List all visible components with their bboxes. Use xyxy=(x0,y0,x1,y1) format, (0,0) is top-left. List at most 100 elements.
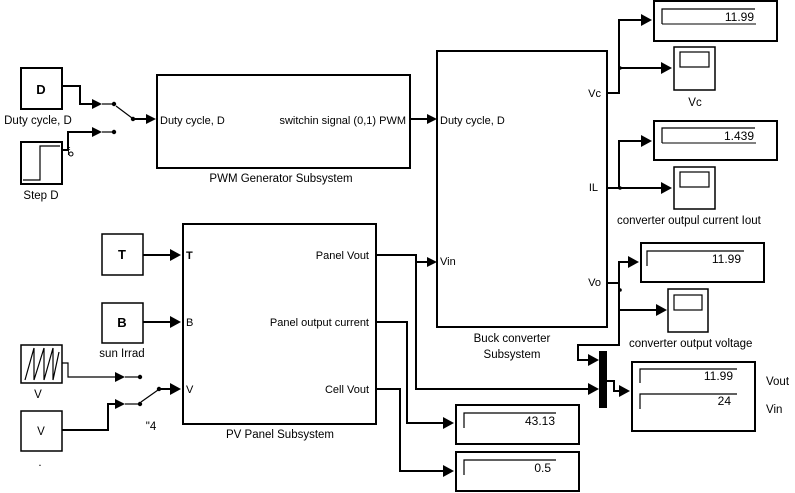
duty-cycle-constant-block[interactable]: D xyxy=(20,67,63,110)
display-mux: 11.99 24 xyxy=(631,361,756,432)
mux-vin-label: Vin xyxy=(766,404,782,416)
arrow-icon xyxy=(588,383,599,395)
wire-panel-vout-to-mux xyxy=(415,262,590,390)
branch-point-icon xyxy=(618,66,622,70)
manual-switch-voltage[interactable] xyxy=(140,386,162,403)
display-vc: 11.99 xyxy=(653,0,778,42)
buck-title-line1: Buck converter xyxy=(474,333,551,345)
scope-vc-label: Vc xyxy=(688,97,702,109)
step-d-block[interactable] xyxy=(20,141,63,185)
pv-subsystem-title: PV Panel Subsystem xyxy=(226,429,334,441)
pwm-output-port-label: switchin signal (0,1) PWM xyxy=(279,115,406,127)
switch-contact-icon xyxy=(111,129,117,135)
arrow-icon xyxy=(443,417,454,429)
arrow-icon xyxy=(115,372,125,382)
arrow-icon xyxy=(661,62,672,74)
wire-vo-to-scope xyxy=(618,283,658,311)
manual-switch-duty[interactable] xyxy=(115,105,136,122)
duty-cycle-label: Duty cycle, D xyxy=(4,115,72,127)
wire-panel-vout-to-buck xyxy=(376,254,428,263)
display-mux-vout-value: 11.99 xyxy=(704,369,733,383)
display-mux-vin-value: 24 xyxy=(718,394,732,408)
scope-vo-label: converter output voltage xyxy=(629,338,752,350)
arrow-icon xyxy=(588,354,599,366)
pv-input-v-label: V xyxy=(186,384,194,396)
branch-point-icon xyxy=(618,288,622,292)
wire-vo-to-display xyxy=(618,261,630,283)
wire-panel-current-to-display xyxy=(376,321,446,424)
step-d-label: Step D xyxy=(23,190,58,202)
buck-output-il-label: IL xyxy=(589,182,598,194)
mux-vout-label: Vout xyxy=(766,376,790,388)
scope-screen-icon xyxy=(679,171,710,188)
temp-constant-value: T xyxy=(118,247,126,262)
temperature-constant-block[interactable]: T xyxy=(101,233,144,276)
pv-output-cell-vout-label: Cell Vout xyxy=(325,384,369,396)
irradiance-constant-block[interactable]: B xyxy=(101,302,144,344)
pv-input-t-label: T xyxy=(186,250,193,262)
display-vc-value: 11.99 xyxy=(725,10,754,24)
buck-input-duty-label: Duty cycle, D xyxy=(440,115,505,127)
buck-output-vo-label: Vo xyxy=(588,277,601,289)
scope-vc[interactable] xyxy=(673,46,716,91)
scope-il[interactable] xyxy=(673,166,716,210)
wire-cell-vout-to-display xyxy=(376,388,446,472)
wire-step-to-switch xyxy=(62,131,100,151)
arrow-icon xyxy=(661,182,672,194)
arrow-icon xyxy=(92,99,102,109)
pv-output-vout-label: Panel Vout xyxy=(316,250,369,262)
display-panel-current-value: 43.13 xyxy=(525,414,555,428)
wire-ramp-to-switch xyxy=(62,362,118,378)
arrow-icon xyxy=(427,114,437,124)
scope-il-label: converter outpul current Iout xyxy=(617,215,762,227)
arrow-icon xyxy=(115,399,125,409)
sawtooth-icon xyxy=(24,347,60,381)
wire-il-to-display xyxy=(618,140,643,188)
voltage-constant-block[interactable]: V xyxy=(20,410,63,452)
volt-constant-value: V xyxy=(37,426,45,438)
pv-input-b-label: B xyxy=(186,317,193,329)
step-tick-label: f xyxy=(67,146,71,158)
pwm-subsystem-title: PWM Generator Subsystem xyxy=(209,173,352,185)
wire-vc-to-display xyxy=(607,19,643,94)
sun-irrad-label: sun Irrad xyxy=(99,348,144,360)
buck-input-vin-label: Vin xyxy=(440,256,456,268)
display-cell-vout: 0.5 xyxy=(455,451,580,492)
display-panel-current: 43.13 xyxy=(455,404,580,445)
arrow-icon xyxy=(170,316,181,328)
volt-constant-label: . xyxy=(38,457,41,469)
buck-title-line2: Subsystem xyxy=(484,349,541,361)
ramp-label: V xyxy=(34,389,42,401)
scope-vo[interactable] xyxy=(667,288,709,333)
wire-duty-to-switch xyxy=(62,85,100,105)
display-vo: 11.99 xyxy=(640,242,765,283)
duty-constant-value: D xyxy=(36,82,45,97)
wire-volt-to-switch xyxy=(62,403,118,431)
arrow-icon xyxy=(92,127,102,137)
irrad-constant-value: B xyxy=(117,315,126,330)
display-cell-vout-value: 0.5 xyxy=(534,461,551,475)
pv-panel-subsystem[interactable]: T B V Panel Vout Panel output current Ce… xyxy=(182,223,377,425)
switch-marker-icon xyxy=(68,151,74,157)
scope-screen-icon xyxy=(679,51,710,68)
switch-contact-icon xyxy=(111,101,117,107)
step-icon xyxy=(23,145,60,181)
wire-mux-to-display xyxy=(607,380,620,392)
mux-block[interactable] xyxy=(599,351,607,408)
switch-contact-icon xyxy=(137,401,143,407)
arrow-icon xyxy=(641,14,652,26)
pwm-input-port-label: Duty cycle, D xyxy=(160,115,225,127)
arrow-icon xyxy=(170,383,181,395)
pwm-generator-subsystem[interactable]: Duty cycle, D switchin signal (0,1) PWM xyxy=(156,74,411,169)
ramp-source-block[interactable] xyxy=(20,344,63,384)
wire-vo-to-mux xyxy=(577,296,620,361)
arrow-icon xyxy=(641,135,652,147)
buck-converter-subsystem[interactable]: Duty cycle, D Vin Vc IL Vo xyxy=(436,50,608,328)
arrow-icon xyxy=(656,304,667,316)
scope-screen-icon xyxy=(673,294,703,311)
buck-output-vc-label: Vc xyxy=(588,88,601,100)
switch2-label: "4 xyxy=(146,421,157,433)
arrow-icon xyxy=(619,385,630,397)
arrow-icon xyxy=(427,257,437,267)
